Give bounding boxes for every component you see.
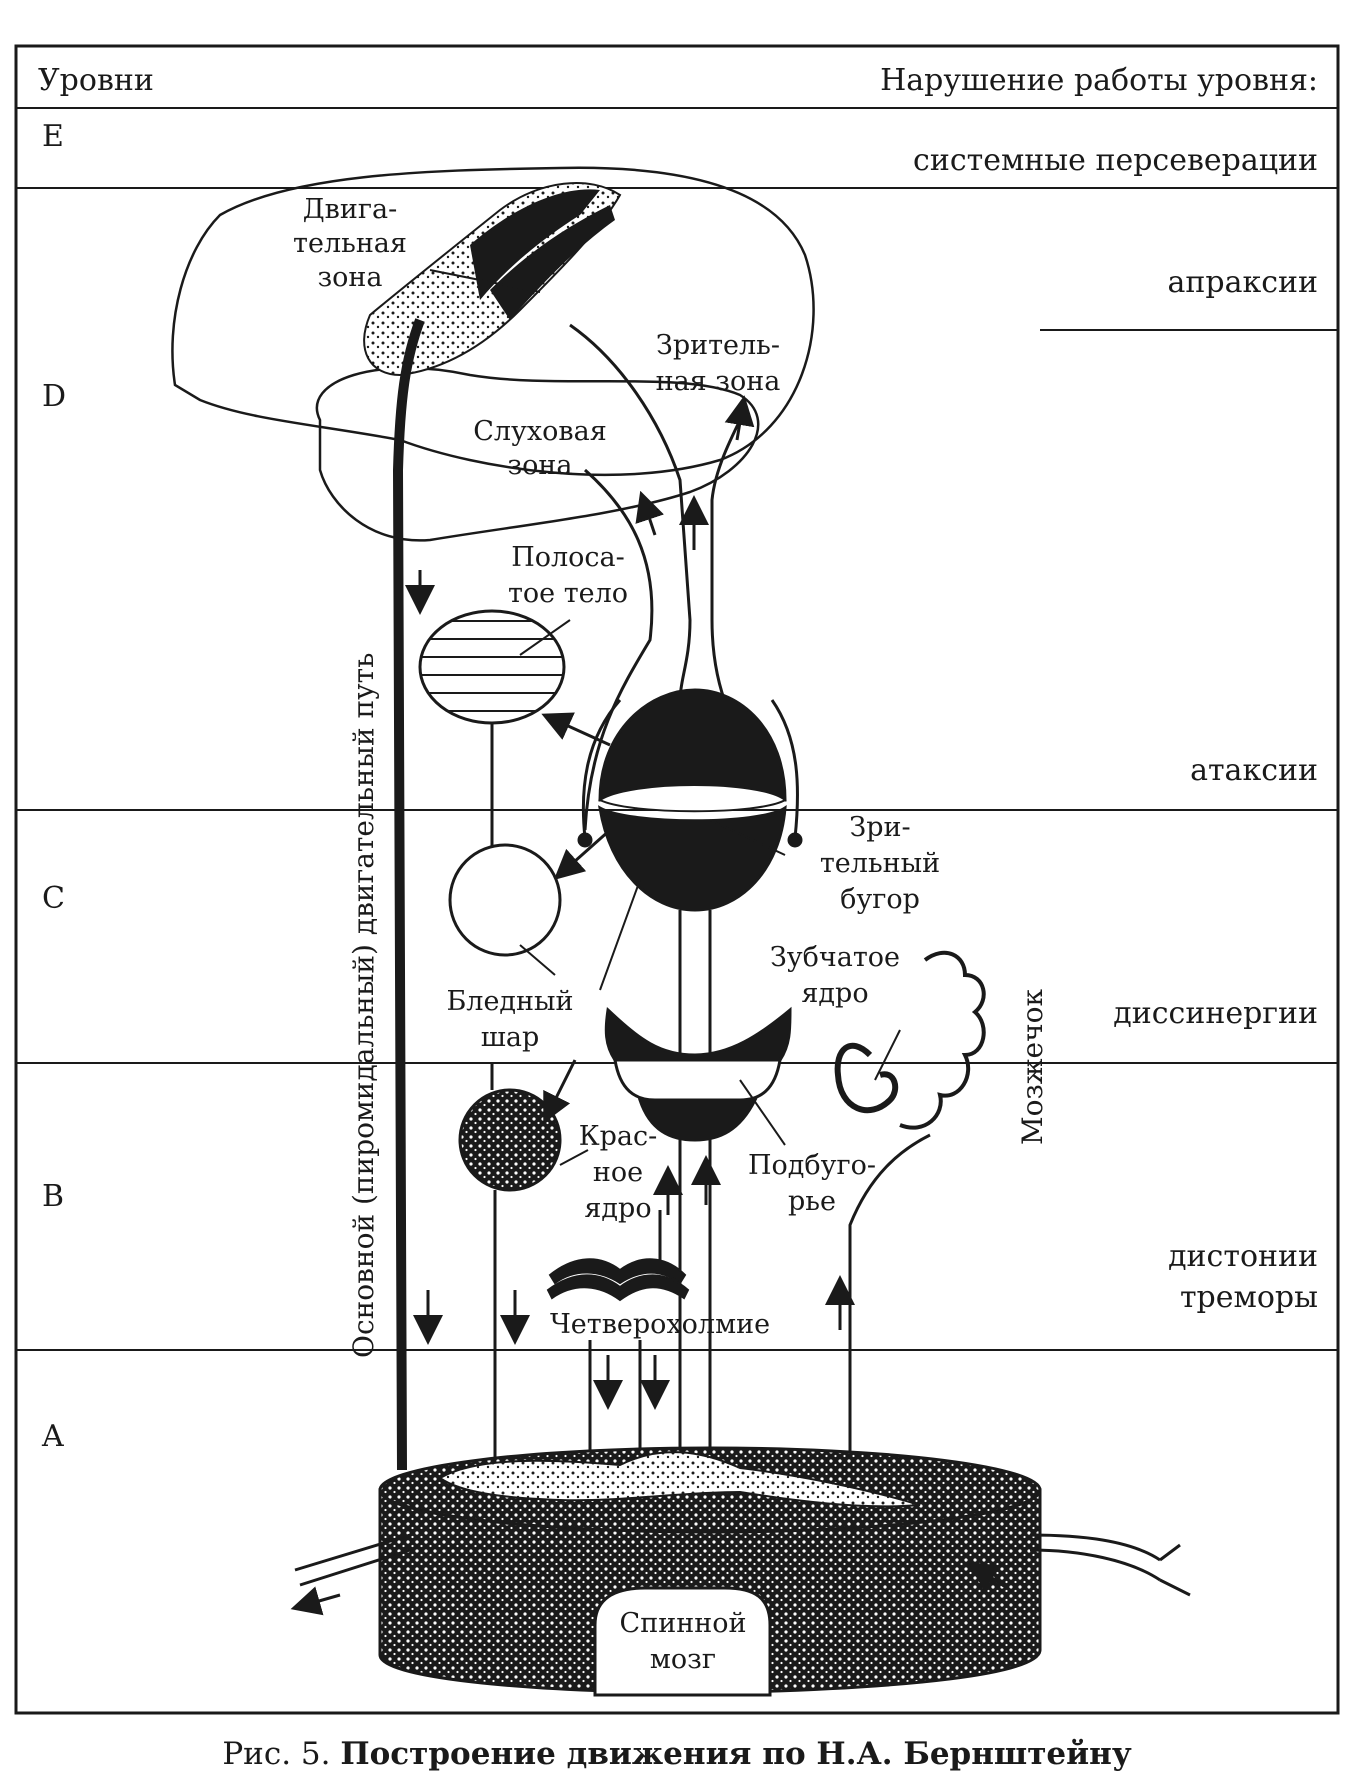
level-letter-e: E	[42, 119, 64, 154]
svg-text:тое тело: тое тело	[508, 578, 628, 609]
svg-text:Зубчатое: Зубчатое	[770, 942, 900, 973]
svg-text:ное: ное	[593, 1157, 643, 1188]
thalamus-label: Зри- тельный бугор	[709, 812, 940, 915]
svg-text:Бледный: Бледный	[446, 986, 573, 1017]
figure-caption: Рис. 5. Построение движения по Н.А. Берн…	[222, 1736, 1132, 1772]
red-nucleus-label: Крас- ное ядро	[559, 1121, 658, 1224]
svg-text:Подбуго-: Подбуго-	[748, 1150, 876, 1181]
svg-text:зона: зона	[317, 262, 382, 293]
svg-text:ядро: ядро	[584, 1193, 651, 1224]
hypothalamus-label: Подбуго- рье	[739, 1079, 876, 1217]
spinal-cord-label: Спинной мозг	[620, 1608, 747, 1675]
hypothalamus	[604, 1006, 792, 1142]
auditory-zone-label: Слуховая зона	[473, 416, 607, 481]
pathway-arrows	[405, 395, 755, 615]
tract-arrows	[413, 1155, 855, 1410]
svg-text:ядро: ядро	[801, 978, 868, 1009]
svg-text:зона: зона	[507, 450, 572, 481]
disorder-e: системные персеверации	[913, 143, 1318, 178]
disorder-b-1: дистонии	[1168, 1239, 1318, 1274]
svg-text:Спинной: Спинной	[620, 1608, 747, 1639]
arrow-pallidum-red-nucleus	[543, 1059, 577, 1124]
pyramidal-tract	[392, 318, 425, 1471]
svg-text:мозг: мозг	[650, 1644, 716, 1675]
svg-text:Слуховая: Слуховая	[473, 416, 607, 447]
svg-text:шар: шар	[481, 1022, 539, 1053]
svg-text:рье: рье	[788, 1186, 836, 1217]
arrow-thalamus-pallidum	[553, 828, 611, 880]
svg-text:Зритель-: Зритель-	[656, 330, 780, 361]
disorder-c: диссинергии	[1113, 996, 1318, 1031]
motor-zone-label: Двига- тельная зона	[293, 194, 541, 293]
svg-text:бугор: бугор	[840, 884, 920, 915]
level-grid	[14, 44, 1340, 1715]
striatum-label: Полоса- тое тело	[508, 542, 628, 656]
pyramidal-path-label: Основной (пиромидальный) двигательный пу…	[347, 653, 380, 1358]
svg-text:Крас-: Крас-	[579, 1121, 658, 1152]
red-nucleus	[458, 1088, 562, 1192]
svg-text:тельный: тельный	[820, 848, 940, 879]
svg-text:ная зона: ная зона	[656, 366, 781, 397]
level-letter-d: D	[42, 379, 66, 414]
thalamus	[598, 688, 787, 912]
svg-text:тельная: тельная	[293, 228, 407, 259]
disorder-d-upper: апраксии	[1167, 265, 1318, 300]
level-letter-b: B	[42, 1179, 64, 1214]
quadrigemina	[546, 1258, 690, 1302]
level-letter-c: C	[42, 881, 65, 916]
disorders-title: Нарушение работы уровня:	[880, 63, 1318, 98]
pallidum	[448, 843, 562, 957]
disorder-b-2: треморы	[1180, 1280, 1318, 1315]
dentate-label: Зубчатое ядро	[770, 942, 901, 1081]
motor-cortex	[363, 182, 622, 377]
level-letter-a: A	[41, 1419, 64, 1454]
visual-zone-label: Зритель- ная зона	[656, 330, 781, 397]
arrow-thalamus-striatum	[541, 712, 611, 747]
svg-text:Зри-: Зри-	[849, 812, 910, 843]
dentate-nucleus	[834, 1042, 899, 1114]
cerebellum-label: Мозжечок	[1016, 989, 1049, 1145]
cerebellum	[899, 950, 986, 1130]
pallidum-label: Бледный шар	[446, 879, 641, 1053]
thalamic-side-fibers	[577, 699, 803, 848]
striatum	[418, 609, 566, 725]
peripheral-nerves	[290, 1533, 1191, 1616]
cerebellar-tract	[848, 1133, 931, 1470]
cortical-pathways	[569, 323, 747, 831]
svg-text:Двига-: Двига-	[303, 194, 398, 225]
svg-text:Полоса-: Полоса-	[511, 542, 625, 573]
disorder-d-lower: атаксии	[1190, 753, 1318, 788]
levels-title: Уровни	[38, 63, 154, 98]
spinal-cord	[378, 1446, 1042, 1697]
quadrigemina-label: Четверохолмие	[550, 1309, 770, 1340]
